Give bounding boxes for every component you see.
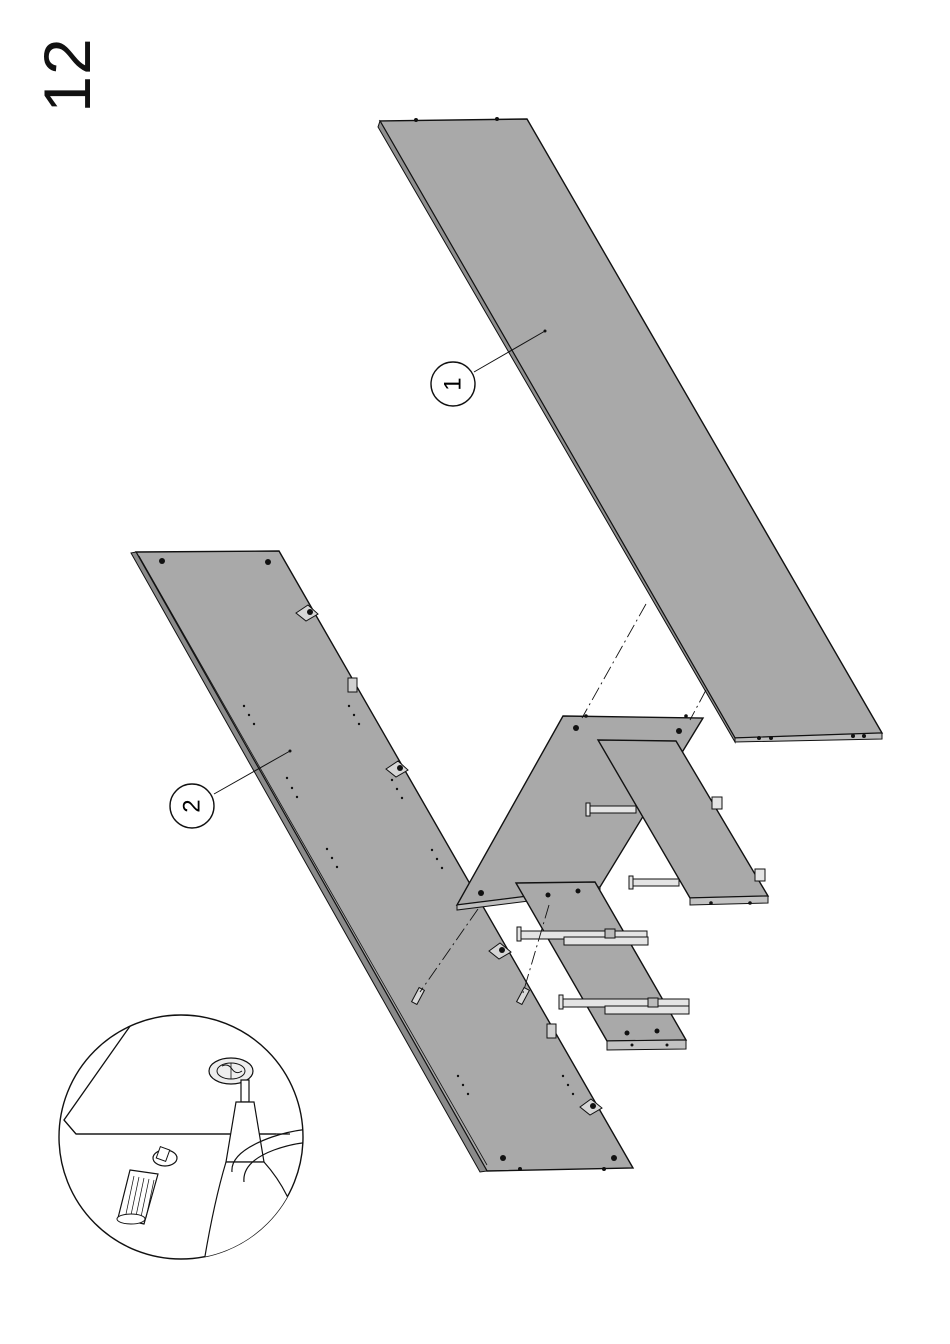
detail-inset bbox=[59, 1012, 365, 1262]
top-panel bbox=[378, 117, 882, 742]
callout-2-label: 2 bbox=[179, 799, 206, 812]
callout-1-label: 1 bbox=[440, 377, 467, 390]
